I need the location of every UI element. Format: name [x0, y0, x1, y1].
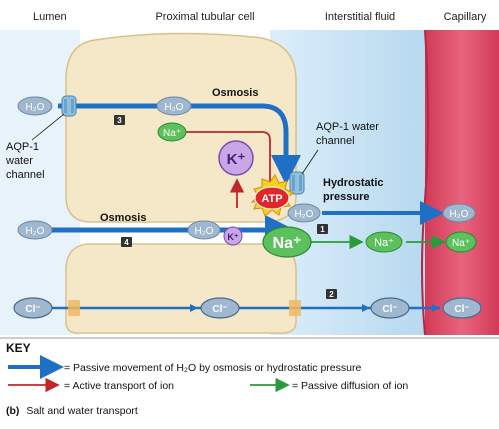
- header-interstitial: Interstitial fluid: [325, 11, 395, 23]
- sodium-ion-interstitial: Na⁺: [365, 231, 403, 253]
- water-molecule-cell-mid: H₂O: [187, 220, 221, 240]
- aqp1-label-left: AQP-1 water channel: [5, 141, 45, 181]
- key-passive-label: = Passive diffusion of ion: [292, 380, 408, 392]
- water-molecule-cell-mid-label: H₂O: [195, 226, 214, 237]
- water-molecule-lumen-top-label: H₂O: [26, 102, 45, 113]
- potassium-ion-small: K⁺: [223, 226, 243, 246]
- water-molecule-interstitial: H₂O: [287, 203, 321, 223]
- key-title: KEY: [6, 341, 31, 355]
- key-active-label: = Active transport of ion: [64, 380, 174, 392]
- header-lumen: Lumen: [33, 11, 67, 23]
- pathway-marker-4-label: 4: [124, 238, 129, 247]
- sodium-active-transport-path: [186, 131, 278, 204]
- sodium-ion-cell-top-label: Na⁺: [163, 128, 181, 139]
- pathway-marker-4: 4: [121, 237, 132, 247]
- sodium-ion-capillary-label: Na⁺: [452, 238, 470, 249]
- hydrostatic-label-line2: pressure: [323, 191, 369, 203]
- water-molecule-interstitial-label: H₂O: [295, 209, 314, 220]
- hydrostatic-label-line1: Hydrostatic: [323, 177, 384, 189]
- aqp1-channel-apical: [61, 95, 77, 117]
- hydrostatic-label: Hydrostatic pressure: [323, 177, 387, 203]
- pathway-marker-3: 3: [114, 115, 125, 125]
- pathway-marker-2: 2: [326, 289, 337, 299]
- atp-label: ATP: [261, 193, 282, 205]
- chloride-ion-lumen: Cl⁻: [13, 297, 53, 319]
- sodium-ion-interstitial-large-label: Na⁺: [273, 235, 302, 252]
- potassium-ion-small-label: K⁺: [227, 232, 238, 242]
- chloride-arrowhead-3: [432, 304, 440, 312]
- aqp1-leader-right: [301, 149, 319, 175]
- chloride-ion-cell: Cl⁻: [200, 297, 240, 319]
- caption-text: Salt and water transport: [26, 405, 138, 417]
- water-molecule-capillary: H₂O: [442, 203, 476, 223]
- aqp1-label-right: AQP-1 water channel: [316, 121, 382, 147]
- water-molecule-cell-top-label: H₂O: [165, 102, 184, 113]
- chloride-ion-interstitial-label: Cl⁻: [382, 304, 397, 315]
- aqp1-channel-basolateral: [289, 171, 305, 195]
- osmosis-label-top: Osmosis: [212, 87, 258, 99]
- chloride-ion-capillary-label: Cl⁻: [454, 304, 469, 315]
- caption-letter: (b): [6, 405, 19, 417]
- water-molecule-lumen-mid: H₂O: [17, 220, 53, 240]
- sodium-ion-interstitial-label: Na⁺: [374, 237, 394, 249]
- aqp1-label-right-line1: AQP-1 water: [316, 121, 379, 133]
- pathway-marker-1: 1: [317, 224, 328, 234]
- tubular-cell-lower: [65, 243, 297, 334]
- pathway-marker-1-label: 1: [320, 225, 325, 234]
- atp-starburst: ATP: [250, 174, 294, 217]
- water-molecule-lumen-top: H₂O: [17, 96, 53, 116]
- water-molecule-cell-top: H₂O: [156, 96, 192, 116]
- chloride-ion-capillary: Cl⁻: [442, 297, 482, 319]
- chloride-ion-interstitial: Cl⁻: [370, 297, 410, 319]
- sodium-ion-cell-top: Na⁺: [157, 122, 187, 142]
- pathway-marker-2-label: 2: [329, 290, 334, 299]
- aqp1-label-right-line2: channel: [316, 135, 355, 147]
- aqp1-label-left-line3: channel: [6, 169, 45, 181]
- header-cell: Proximal tubular cell: [155, 11, 254, 23]
- sodium-ion-capillary: Na⁺: [445, 231, 477, 253]
- capillary-region: [425, 30, 499, 335]
- aqp1-label-left-line1: AQP-1: [6, 141, 39, 153]
- chloride-arrowhead-1: [190, 304, 198, 312]
- water-molecule-lumen-mid-label: H₂O: [26, 226, 45, 237]
- water-molecule-capillary-label: H₂O: [450, 209, 469, 220]
- chloride-junction-apical: [68, 300, 80, 316]
- potassium-ion-large-label: K⁺: [227, 151, 246, 168]
- figure-caption: (b) Salt and water transport: [6, 405, 138, 417]
- pathway-marker-3-label: 3: [117, 116, 122, 125]
- chloride-arrowhead-2: [362, 304, 370, 312]
- transcellular-water-path: [58, 103, 301, 185]
- key-water-label: = Passive movement of H₂O by osmosis or …: [64, 362, 361, 374]
- chloride-ion-cell-label: Cl⁻: [212, 304, 227, 315]
- chloride-junction-basolateral: [289, 300, 301, 316]
- aqp1-label-left-line2: water: [5, 155, 33, 167]
- capillary-wall: [421, 29, 429, 336]
- osmosis-label-mid: Osmosis: [100, 212, 146, 224]
- chloride-ion-lumen-label: Cl⁻: [25, 304, 40, 315]
- aqp1-leader-left: [31, 113, 65, 141]
- header-capillary: Capillary: [444, 11, 487, 23]
- potassium-ion-large: K⁺: [218, 140, 254, 176]
- sodium-ion-interstitial-large: Na⁺: [262, 226, 312, 258]
